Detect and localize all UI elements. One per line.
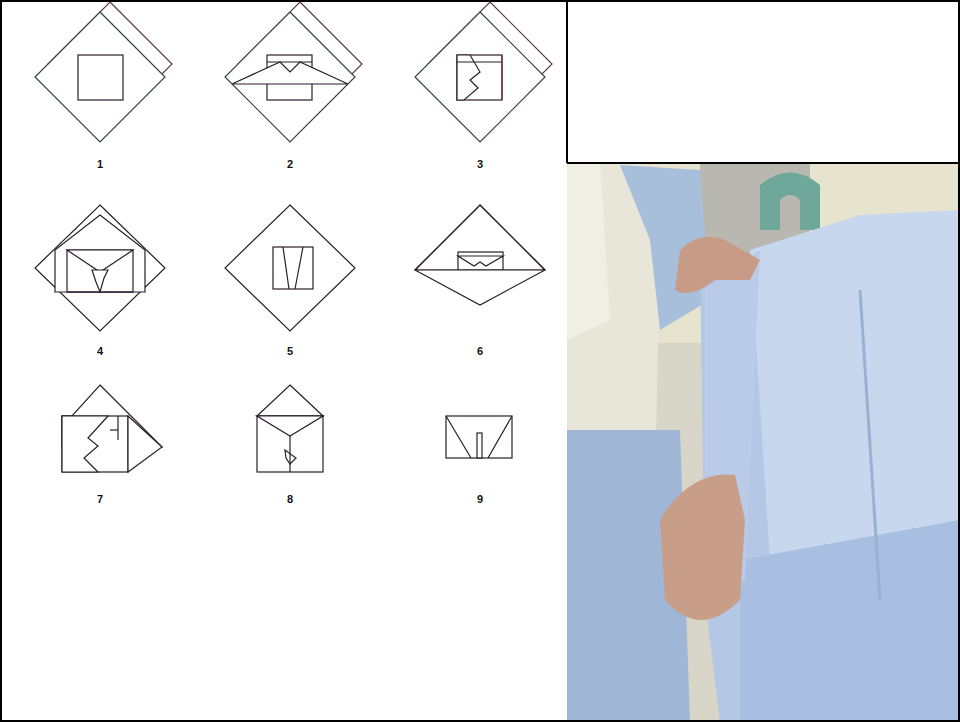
step-number: 9 xyxy=(465,493,495,506)
fold-step-9 xyxy=(446,416,512,458)
step-number: 5 xyxy=(275,345,305,358)
fold-step-1 xyxy=(35,2,172,142)
fold-step-8 xyxy=(257,385,323,472)
step-number: 8 xyxy=(275,493,305,506)
step-number: 7 xyxy=(85,493,115,506)
wrapping-photo xyxy=(567,163,960,722)
fold-step-3 xyxy=(415,2,552,142)
fold-step-5 xyxy=(225,205,355,331)
step-number: 1 xyxy=(85,158,115,171)
step-number: 6 xyxy=(465,345,495,358)
step-number: 2 xyxy=(275,158,305,171)
fold-step-7 xyxy=(62,385,162,472)
fold-step-6 xyxy=(415,205,545,305)
step-number: 3 xyxy=(465,158,495,171)
fold-step-4 xyxy=(35,205,165,331)
fold-step-2 xyxy=(225,2,362,142)
step-number: 4 xyxy=(85,345,115,358)
